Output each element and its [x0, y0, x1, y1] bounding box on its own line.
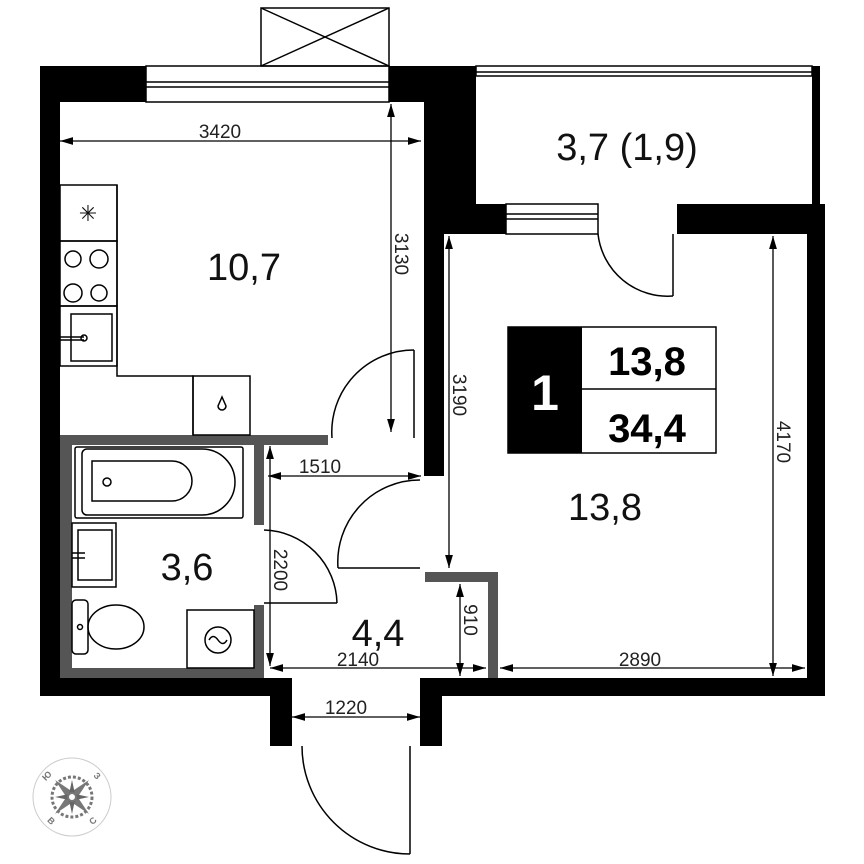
dim-room-length-left: 3190	[448, 374, 469, 416]
dim-kitchen-width: 3420	[199, 122, 241, 143]
dim-room-length-right: 4170	[772, 421, 793, 463]
bathroom-fixtures	[71, 446, 255, 669]
hallway-area: 4,4	[352, 613, 405, 655]
compass-icon: Ю З В С	[32, 757, 112, 837]
stove	[59, 240, 118, 307]
total-area-value: 34,4	[608, 407, 687, 451]
toilet	[71, 599, 89, 655]
dim-hall-width-top: 1510	[299, 457, 341, 478]
balcony-glazing	[475, 65, 813, 77]
bathroom-area: 3,6	[161, 547, 214, 589]
kitchen-fixtures	[59, 184, 251, 436]
doors	[263, 233, 674, 855]
dimension-lines	[60, 104, 805, 721]
compass-west: З	[92, 770, 103, 781]
dim-entrance-width: 1220	[325, 698, 367, 719]
washbasin	[71, 522, 117, 588]
washing-machine	[186, 609, 255, 669]
dim-kitchen-length: 3130	[390, 233, 411, 275]
kitchen-area: 10,7	[207, 247, 281, 289]
balcony-area: 3,7 (1,9)	[556, 127, 698, 169]
exterior-walls	[40, 66, 825, 746]
partitions	[60, 435, 498, 678]
dishwasher	[192, 375, 251, 436]
rooms-count: 1	[531, 365, 559, 421]
fridge-icon: ✳	[79, 201, 97, 226]
summary-badge: 1 13,8 34,4	[507, 326, 717, 454]
kitchen-window	[145, 65, 390, 103]
dim-niche-depth: 910	[459, 604, 480, 636]
dim-hall-width-bottom: 2140	[337, 650, 379, 671]
bathtub	[74, 446, 244, 519]
living-area-value: 13,8	[608, 340, 686, 384]
sink	[59, 305, 118, 367]
ac-unit	[260, 7, 390, 67]
balcony-window	[505, 203, 599, 235]
living-room-area: 13,8	[568, 487, 642, 529]
dim-room-width: 2890	[619, 650, 661, 671]
dim-hall-length: 2200	[269, 549, 290, 591]
